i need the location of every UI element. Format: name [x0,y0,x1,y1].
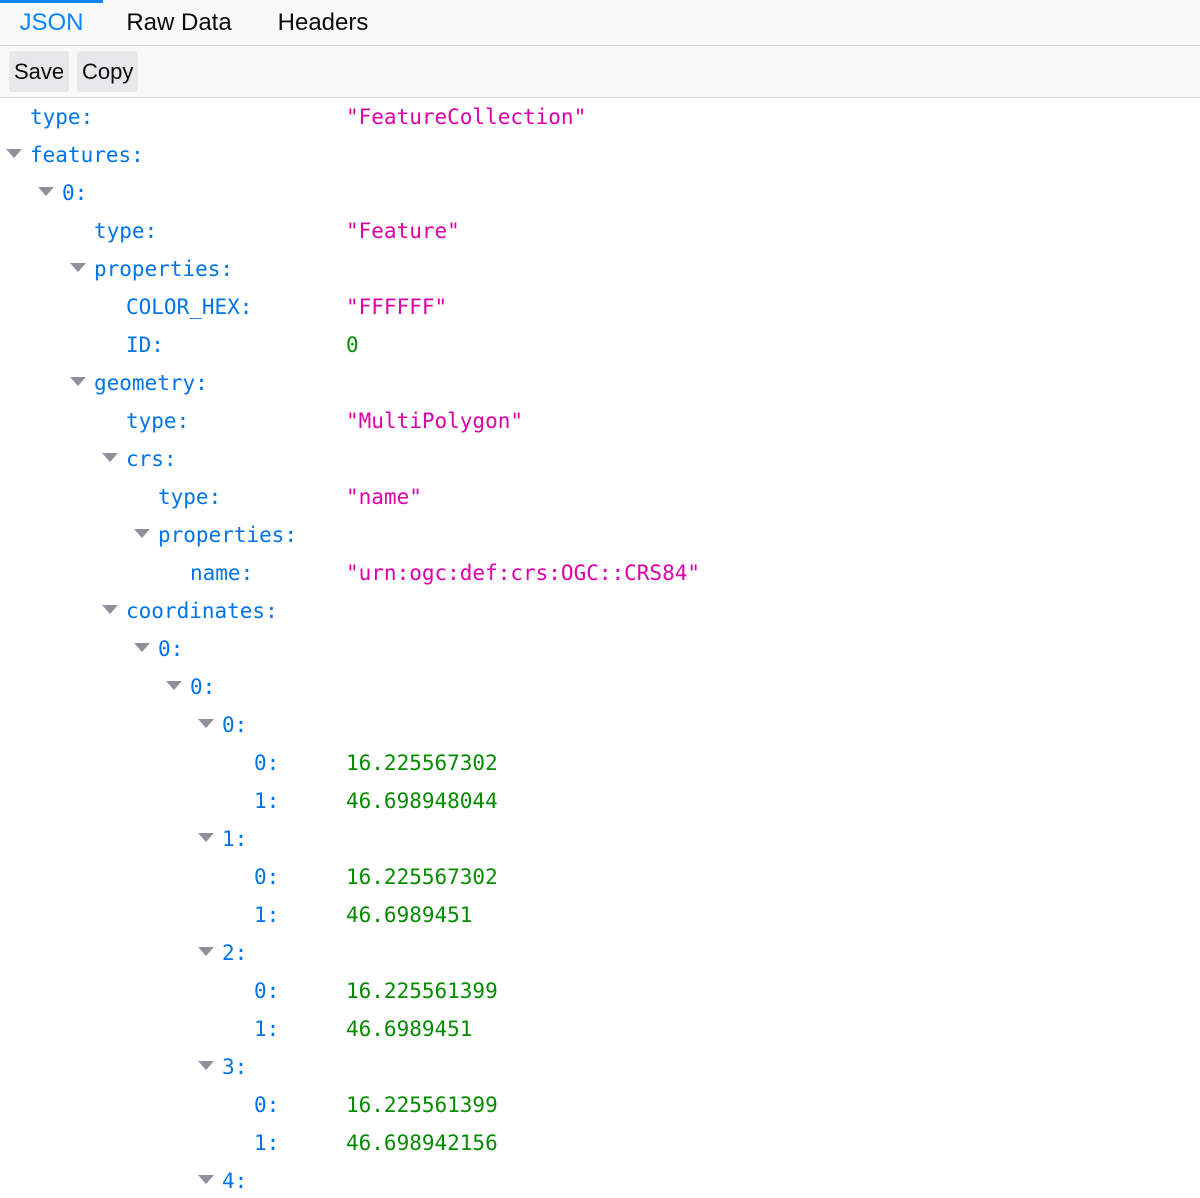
tree-key: 1: [254,903,280,927]
tree-value: "Feature" [346,219,460,243]
expand-arrow-icon[interactable] [198,833,214,842]
tree-row: 0: 16.225561399 [0,972,1200,1010]
tree-row[interactable]: properties: [0,516,1200,554]
tree-row[interactable]: 0: [0,174,1200,212]
tree-key: 0: [254,979,280,1003]
tree-value: "FFFFFF" [346,295,448,319]
tree-key: 2: [222,941,248,965]
tree-value: 16.225561399 [346,1093,498,1117]
expand-arrow-icon[interactable] [70,263,86,272]
tree-value: 46.6989451 [346,1017,473,1041]
tree-key: COLOR_HEX: [126,295,253,319]
tree-row: name: "urn:ogc:def:crs:OGC::CRS84" [0,554,1200,592]
tree-key: 0: [190,675,216,699]
save-button[interactable]: Save [9,51,70,92]
tree-key: 0: [254,751,280,775]
tree-key: type: [94,219,158,243]
tree-row[interactable]: 2: [0,934,1200,972]
tree-row[interactable]: 1: [0,820,1200,858]
tree-value: 46.698942156 [346,1131,498,1155]
tree-value: "urn:ogc:def:crs:OGC::CRS84" [346,561,701,585]
tree-key: features: [30,143,144,167]
tree-row[interactable]: 0: [0,668,1200,706]
json-toolbar: Save Copy [0,46,1200,98]
expand-arrow-icon[interactable] [166,681,182,690]
tree-row: 0: 16.225561399 [0,1086,1200,1124]
tree-value: 16.225561399 [346,979,498,1003]
expand-arrow-icon[interactable] [198,719,214,728]
tree-key: 0: [254,865,280,889]
tree-key: properties: [94,257,234,281]
tree-row[interactable]: 3: [0,1048,1200,1086]
tree-row[interactable]: 0: [0,630,1200,668]
tree-value: 16.225567302 [346,865,498,889]
tree-value: 46.698948044 [346,789,498,813]
expand-arrow-icon[interactable] [70,377,86,386]
expand-arrow-icon[interactable] [102,453,118,462]
tree-row[interactable]: properties: [0,250,1200,288]
tree-value: "FeatureCollection" [346,105,587,129]
expand-arrow-icon[interactable] [198,1175,214,1184]
tree-key: 1: [254,1131,280,1155]
tab-raw-data[interactable]: Raw Data [126,9,232,36]
tree-key: ID: [126,333,164,357]
tree-row: 1: 46.698948044 [0,782,1200,820]
tree-row: ID: 0 [0,326,1200,364]
tree-value: "MultiPolygon" [346,409,524,433]
expand-arrow-icon[interactable] [198,947,214,956]
tree-key: 1: [254,1017,280,1041]
tree-value: 0 [346,333,359,357]
tree-value: 46.6989451 [346,903,473,927]
tree-row: 1: 46.6989451 [0,896,1200,934]
tree-row[interactable]: 4: [0,1162,1200,1198]
tree-row[interactable]: crs: [0,440,1200,478]
tree-key: 0: [254,1093,280,1117]
expand-arrow-icon[interactable] [6,149,22,158]
tree-row: 0: 16.225567302 [0,858,1200,896]
tab-json[interactable]: JSON [0,0,103,46]
tree-key: properties: [158,523,298,547]
tree-key: type: [30,105,94,129]
tree-key: 1: [254,789,280,813]
expand-arrow-icon[interactable] [134,529,150,538]
tree-key: coordinates: [126,599,278,623]
tree-key: 1: [222,827,248,851]
json-tree-view: type: "FeatureCollection" features: 0: t… [0,98,1200,1198]
tree-row[interactable]: geometry: [0,364,1200,402]
tab-bar: JSON Raw Data Headers [0,0,1200,46]
tree-row: type: "Feature" [0,212,1200,250]
tab-headers[interactable]: Headers [277,9,369,36]
tree-key: crs: [126,447,177,471]
tree-key: 3: [222,1055,248,1079]
tree-row: 1: 46.6989451 [0,1010,1200,1048]
tree-key: type: [158,485,222,509]
expand-arrow-icon[interactable] [102,605,118,614]
tree-key: name: [190,561,254,585]
tree-value: 16.225567302 [346,751,498,775]
tree-key: type: [126,409,190,433]
tree-key: 0: [158,637,184,661]
tree-row: type: "name" [0,478,1200,516]
tree-key: 0: [222,713,248,737]
tree-row: type: "FeatureCollection" [0,98,1200,136]
tree-row: 0: 16.225567302 [0,744,1200,782]
tree-row: COLOR_HEX: "FFFFFF" [0,288,1200,326]
expand-arrow-icon[interactable] [134,643,150,652]
copy-button[interactable]: Copy [77,51,139,92]
tree-key: 0: [62,181,88,205]
tree-key: 4: [222,1169,248,1193]
tree-value: "name" [346,485,422,509]
tree-row: 1: 46.698942156 [0,1124,1200,1162]
tree-row[interactable]: features: [0,136,1200,174]
tree-row[interactable]: 0: [0,706,1200,744]
tree-key: geometry: [94,371,208,395]
tree-row[interactable]: coordinates: [0,592,1200,630]
tree-row: type: "MultiPolygon" [0,402,1200,440]
expand-arrow-icon[interactable] [198,1061,214,1070]
expand-arrow-icon[interactable] [38,187,54,196]
